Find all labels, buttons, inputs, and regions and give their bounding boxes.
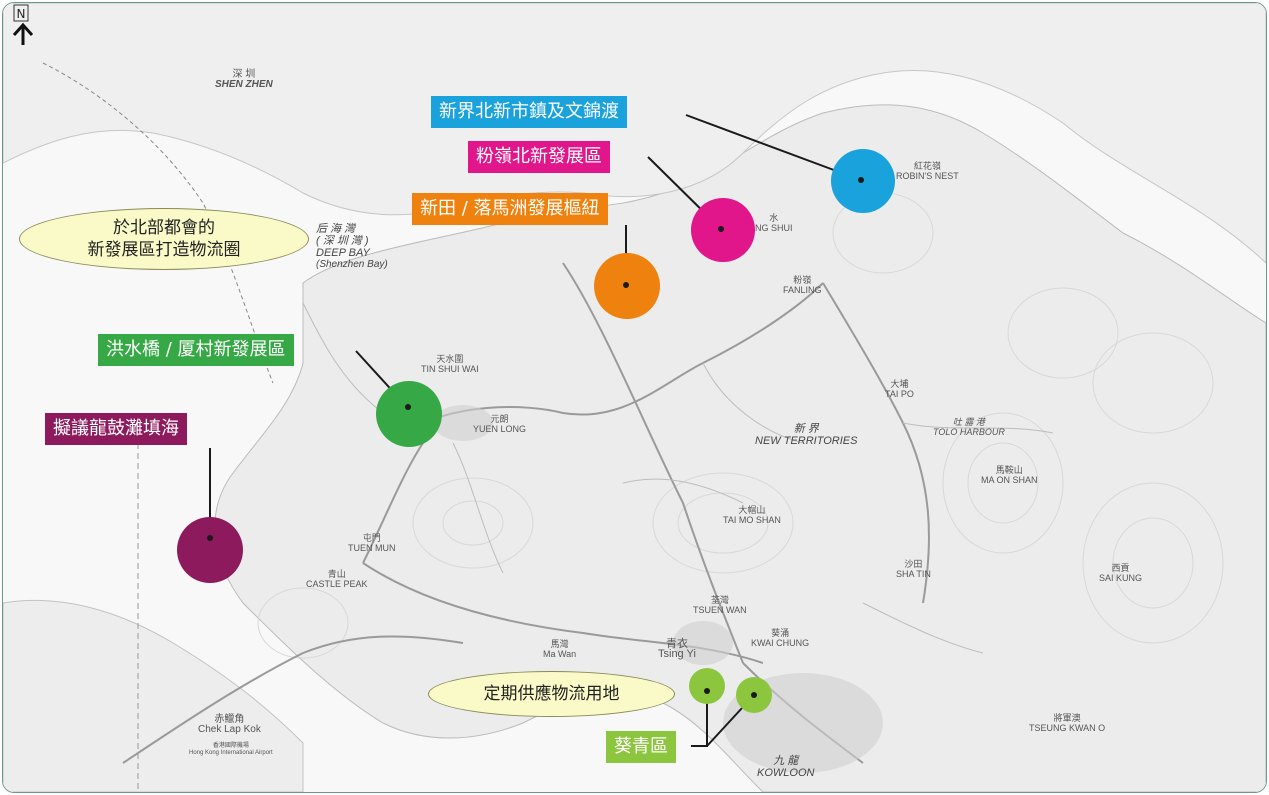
- marker-center-dots: [207, 177, 864, 698]
- callout-hsk-nda: 洪水橋 / 厦村新發展區: [98, 334, 294, 366]
- lantau-landmass: [3, 599, 304, 792]
- marker-kwai-tsing-1: [689, 668, 725, 704]
- callout-nenl-bsd: 新界北新市鎮及文錦渡: [431, 96, 627, 128]
- bubble-logistics-land: 定期供應物流用地: [428, 671, 675, 717]
- minor-roads: [302, 302, 1054, 654]
- north-arrow: N: [12, 4, 34, 45]
- urban-areas: [433, 405, 883, 773]
- label-deep-bay: 后 海 灣( 深 圳 灣 )DEEP BAY(Shenzhen Bay): [316, 223, 388, 270]
- base-map: N: [3, 3, 1266, 792]
- boundary-line: [42, 62, 274, 384]
- callout-kwai-tsing: 葵青區: [606, 731, 676, 763]
- callout-sandy-hub: 新田 / 落馬洲發展樞紐: [412, 193, 608, 225]
- bubble-north-metro-logistics: 於北部都會的新發展區打造物流圈: [19, 208, 309, 270]
- shenzhen-landmass: [3, 3, 1266, 264]
- callout-fln-nda: 粉嶺北新發展區: [468, 141, 610, 173]
- marker-hsk-nda: [376, 381, 442, 447]
- marker-lung-kwu-tan: [177, 517, 243, 583]
- svg-text:N: N: [17, 7, 26, 21]
- callout-lung-kwu-tan: 擬議龍鼓灘填海: [45, 413, 187, 445]
